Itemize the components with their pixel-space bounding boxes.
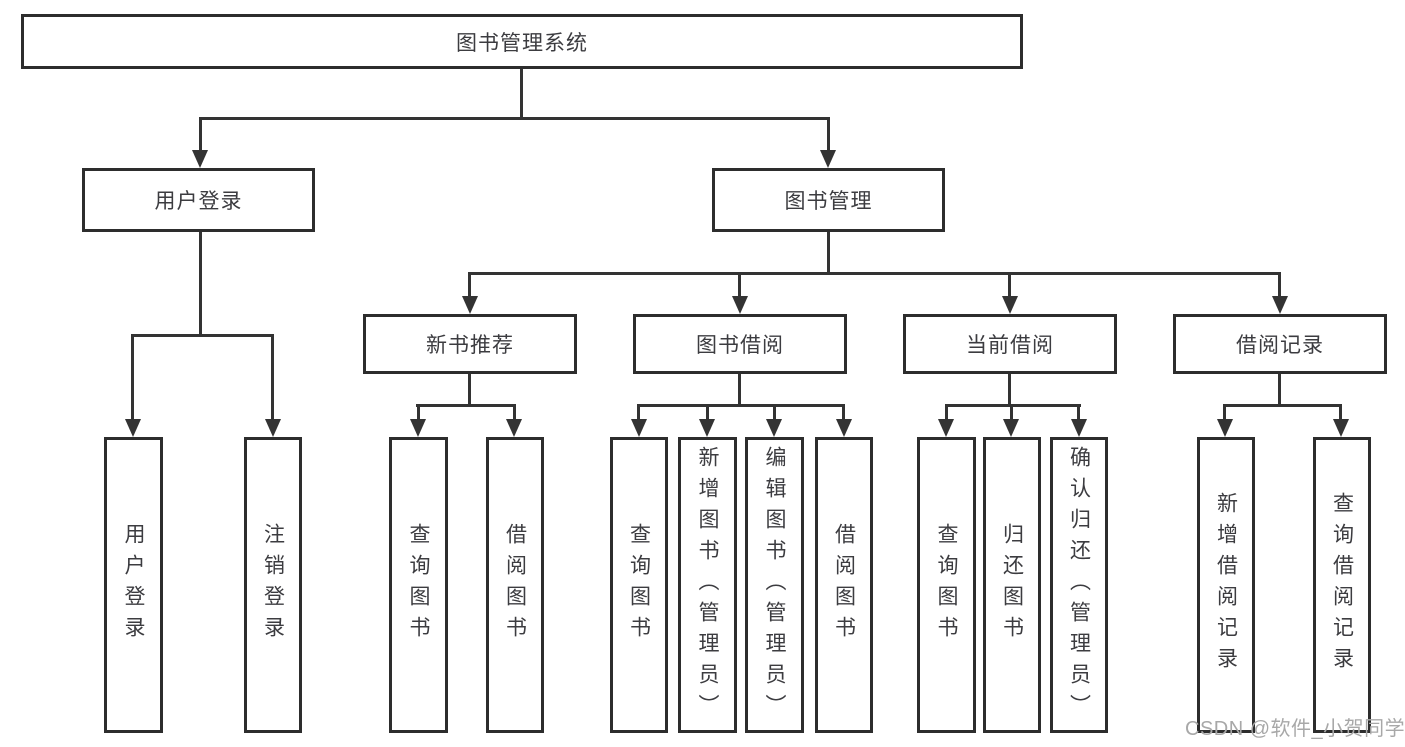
leaf-logout-label: 注销登录 <box>261 523 285 647</box>
node-book-management: 图书管理 <box>712 168 945 232</box>
connector-book-borrow-bar <box>637 404 845 407</box>
connector-level2-bar <box>199 117 830 120</box>
arrowhead-bb-borrow <box>836 419 852 437</box>
arrowhead-user-login <box>192 150 208 168</box>
connector-user-login-stem <box>199 232 202 336</box>
connector-level3-bar <box>468 272 1281 275</box>
connector-borrow-record-bar <box>1223 404 1342 407</box>
arrowhead-leaf-user-login <box>125 419 141 437</box>
arrowhead-bb-add <box>699 419 715 437</box>
connector-recommend-drop <box>468 274 471 298</box>
connector-leaf-user-login-drop <box>131 336 134 421</box>
leaf-current-query-book: 查询图书 <box>917 437 976 733</box>
leaf-recommend-query-book-label: 查询图书 <box>407 523 430 647</box>
leaf-borrow-book-label: 借阅图书 <box>832 523 856 647</box>
arrowhead-br-add <box>1217 419 1233 437</box>
leaf-add-book-admin-label: 新增图书（管理员） <box>696 445 719 725</box>
arrowhead-bb-edit <box>766 419 782 437</box>
csdn-watermark: CSDN @软件_小贺同学 <box>1185 718 1405 740</box>
leaf-logout: 注销登录 <box>244 437 302 733</box>
node-book-borrow: 图书借阅 <box>633 314 847 374</box>
arrowhead-book-borrow <box>732 296 748 314</box>
arrowhead-recommend-borrow <box>506 419 522 437</box>
connector-book-management-drop <box>827 119 830 152</box>
connector-borrow-record-stem <box>1278 374 1281 406</box>
connector-current-borrow-stem <box>1008 374 1011 406</box>
node-root: 图书管理系统 <box>21 14 1023 69</box>
leaf-recommend-query-book: 查询图书 <box>389 437 448 733</box>
leaf-recommend-borrow-book-label: 借阅图书 <box>503 523 527 647</box>
node-root-label: 图书管理系统 <box>456 31 588 55</box>
connector-bb-child4-drop <box>842 406 845 421</box>
connector-leaf-logout-drop <box>271 336 274 421</box>
leaf-add-borrow-record: 新增借阅记录 <box>1197 437 1255 733</box>
arrowhead-leaf-logout <box>265 419 281 437</box>
connector-book-management-stem <box>827 232 830 274</box>
connector-bb-child3-drop <box>773 406 776 421</box>
leaf-return-book: 归还图书 <box>983 437 1041 733</box>
connector-bb-child1-drop <box>637 406 640 421</box>
connector-root-stem <box>520 69 523 119</box>
node-borrow-record: 借阅记录 <box>1173 314 1387 374</box>
leaf-current-query-book-label: 查询图书 <box>935 523 958 647</box>
connector-bb-child2-drop <box>706 406 709 421</box>
connector-cb-child3-drop <box>1077 406 1080 421</box>
arrowhead-cb-query <box>938 419 954 437</box>
leaf-borrow-query-book-label: 查询图书 <box>627 523 651 647</box>
arrowhead-br-query <box>1333 419 1349 437</box>
leaf-query-borrow-record-label: 查询借阅记录 <box>1330 492 1354 678</box>
connector-borrow-record-drop <box>1278 274 1281 298</box>
leaf-add-book-admin: 新增图书（管理员） <box>678 437 737 733</box>
connector-recommend-stem <box>468 374 471 406</box>
connector-cb-child2-drop <box>1010 406 1013 421</box>
connector-user-login-drop <box>199 119 202 152</box>
leaf-borrow-book: 借阅图书 <box>815 437 873 733</box>
arrowhead-recommend-query <box>410 419 426 437</box>
connector-cb-child1-drop <box>945 406 948 421</box>
node-current-borrow: 当前借阅 <box>903 314 1117 374</box>
leaf-confirm-return-admin-label: 确认归还（管理员） <box>1067 445 1091 725</box>
connector-recommend-child2-drop <box>513 406 516 421</box>
leaf-user-login: 用户登录 <box>104 437 163 733</box>
leaf-recommend-borrow-book: 借阅图书 <box>486 437 544 733</box>
connector-recommend-child1-drop <box>417 406 420 421</box>
arrowhead-current-borrow <box>1002 296 1018 314</box>
arrowhead-cb-return <box>1003 419 1019 437</box>
arrowhead-borrow-record <box>1272 296 1288 314</box>
leaf-query-borrow-record: 查询借阅记录 <box>1313 437 1371 733</box>
arrowhead-recommend <box>462 296 478 314</box>
node-new-book-recommend-label: 新书推荐 <box>426 334 514 357</box>
arrowhead-cb-confirm <box>1071 419 1087 437</box>
leaf-borrow-query-book: 查询图书 <box>610 437 668 733</box>
leaf-edit-book-admin-label: 编辑图书（管理员） <box>763 445 786 725</box>
leaf-confirm-return-admin: 确认归还（管理员） <box>1050 437 1108 733</box>
node-book-management-label: 图书管理 <box>784 190 873 213</box>
leaf-add-borrow-record-label: 新增借阅记录 <box>1214 492 1238 678</box>
connector-recommend-bar <box>416 404 516 407</box>
arrowhead-bb-query <box>631 419 647 437</box>
node-new-book-recommend: 新书推荐 <box>363 314 577 374</box>
connector-user-login-bar <box>131 334 274 337</box>
node-book-borrow-label: 图书借阅 <box>696 334 784 357</box>
node-user-login: 用户登录 <box>82 168 315 232</box>
node-current-borrow-label: 当前借阅 <box>966 334 1054 357</box>
connector-book-borrow-drop <box>738 274 741 298</box>
leaf-user-login-label: 用户登录 <box>122 523 145 647</box>
connector-current-borrow-drop <box>1008 274 1011 298</box>
connector-current-borrow-bar <box>945 404 1081 407</box>
leaf-return-book-label: 归还图书 <box>1000 523 1024 647</box>
connector-br-child2-drop <box>1339 406 1342 421</box>
arrowhead-book-management <box>820 150 836 168</box>
node-user-login-label: 用户登录 <box>154 190 243 213</box>
node-borrow-record-label: 借阅记录 <box>1236 334 1324 357</box>
leaf-edit-book-admin: 编辑图书（管理员） <box>745 437 804 733</box>
connector-book-borrow-stem <box>738 374 741 406</box>
connector-br-child1-drop <box>1223 406 1226 421</box>
